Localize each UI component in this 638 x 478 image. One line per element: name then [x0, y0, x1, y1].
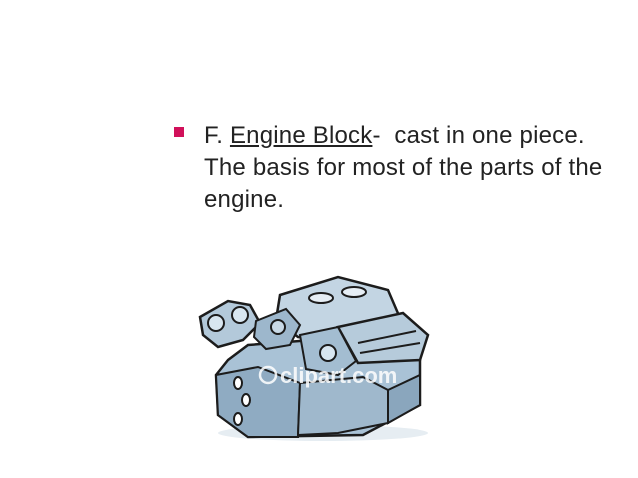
bullet-rest: cast in one piece. The basis for most of…	[204, 122, 610, 213]
bolt-hole-shape	[233, 412, 243, 426]
top-port-left-shape	[308, 292, 334, 304]
manifold-line-shape	[357, 330, 417, 344]
bolt-cap-shape	[319, 344, 337, 362]
bullet-dash: -	[372, 122, 381, 149]
bolt-hole-shape	[241, 393, 251, 407]
pulley-right-shape	[231, 306, 249, 324]
bullet-text: F. Engine Block- cast in one piece. The …	[204, 120, 624, 216]
watermark-logo-icon	[258, 365, 278, 385]
cylinder-cap-shape	[270, 319, 286, 335]
engine-block-illustration: clipart.com	[198, 275, 430, 441]
bullet-prefix: F.	[204, 122, 230, 149]
bullet-item: F. Engine Block- cast in one piece. The …	[174, 120, 624, 216]
bolt-hole-shape	[233, 376, 243, 390]
pulley-left-shape	[207, 314, 225, 332]
square-bullet-icon	[174, 127, 184, 137]
manifold-line-shape	[359, 342, 421, 354]
watermark-text: clipart.com	[280, 363, 397, 388]
bullet-term: Engine Block	[229, 122, 373, 149]
side-panel-right-shape	[387, 373, 421, 425]
top-port-right-shape	[341, 286, 367, 298]
